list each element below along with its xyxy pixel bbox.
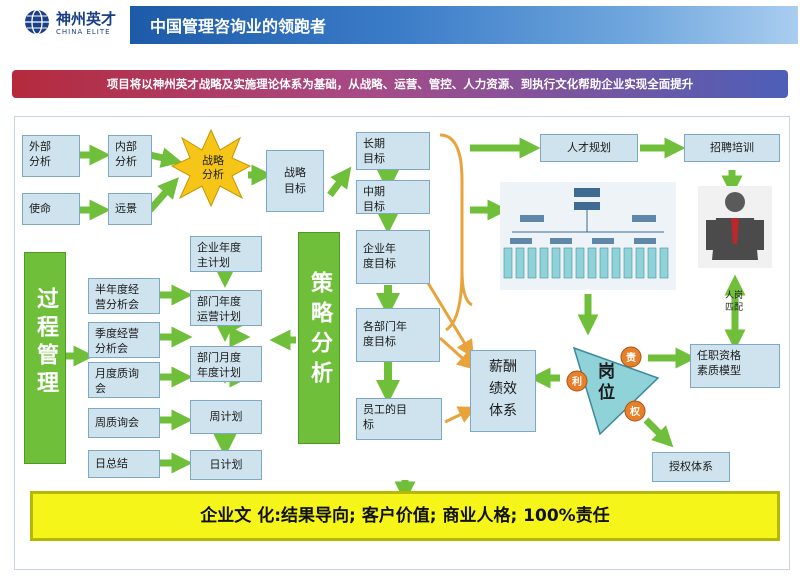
talent-plan-box: 人才规划 — [540, 134, 638, 162]
dept-monthly-plan-box: 部门月度 年度计划 — [190, 346, 262, 382]
weekly-meeting-box: 周质询会 — [88, 408, 160, 438]
qualification-model-box: 任职资格 素质模型 — [690, 344, 780, 388]
process-management-label: 过程管理 — [33, 287, 58, 399]
strategy-analysis-star — [170, 128, 252, 208]
weekly-plan-box: 周计划 — [190, 400, 262, 434]
strategy-analysis-bar: 策略分析 — [298, 232, 340, 444]
recruit-training-box: 招聘培训 — [684, 134, 780, 162]
dept-annual-goal-box: 各部门年 度目标 — [356, 308, 440, 362]
compensation-performance-box: 薪酬 绩效 体系 — [470, 350, 536, 432]
logo-text: 神州英才 — [56, 10, 117, 28]
half-year-meeting-box: 半年度经 营分析会 — [88, 278, 160, 314]
duty-circle — [620, 346, 642, 368]
globe-logo-icon — [25, 9, 49, 35]
annual-goal-box: 企业年 度目标 — [356, 230, 430, 284]
external-analysis-box: 外部 分析 — [22, 135, 80, 177]
page-title: 中国管理咨询业的领跑者 — [150, 17, 327, 36]
staff-goal-box: 员工的目 标 — [356, 398, 442, 440]
dept-annual-plan-box: 部门年度 运营计划 — [190, 290, 262, 326]
position-label: 岗 位 — [598, 362, 615, 403]
vision-box: 远景 — [108, 193, 152, 225]
mid-term-goal-box: 中期 目标 — [356, 180, 430, 214]
strategy-analysis-label: 战略 分析 — [202, 154, 224, 181]
subtitle-text: 项目将以神州英才战略及实施理论体系为基础，从战略、运营、管控、人力资源、到执行文… — [106, 77, 694, 91]
process-management-bar: 过程管理 — [24, 252, 66, 464]
benefit-label: 利 — [572, 377, 582, 388]
person-icon — [698, 186, 772, 268]
authorization-system-box: 授权体系 — [652, 452, 730, 482]
daily-summary-box: 日总结 — [88, 450, 160, 478]
internal-analysis-box: 内部 分析 — [108, 135, 152, 177]
annual-master-plan-box: 企业年度 主计划 — [190, 236, 262, 272]
strategy-analysis-bar-label: 策略分析 — [307, 271, 332, 391]
benefit-circle — [566, 370, 588, 392]
quarter-meeting-box: 季度经营 分析会 — [88, 322, 160, 358]
strategy-goal-box: 战略 目标 — [266, 150, 324, 212]
mission-box: 使命 — [22, 193, 80, 225]
corporate-culture-bar: 企业文 化:结果导向; 客户价值; 商业人格; 100%责任 — [30, 491, 780, 541]
long-term-goal-box: 长期 目标 — [356, 132, 430, 170]
title-band — [130, 6, 798, 44]
monthly-meeting-box: 月度质询 会 — [88, 362, 160, 398]
subtitle-band — [12, 70, 788, 98]
org-chart-image — [500, 182, 676, 290]
duty-label: 责 — [626, 353, 636, 364]
authority-label: 权 — [630, 407, 640, 418]
daily-plan-box: 日计划 — [190, 450, 262, 480]
authority-circle — [624, 400, 646, 422]
logo-subtext: CHINA ELITE — [56, 28, 111, 36]
person-job-match-label: 人岗 匹配 — [724, 291, 743, 313]
